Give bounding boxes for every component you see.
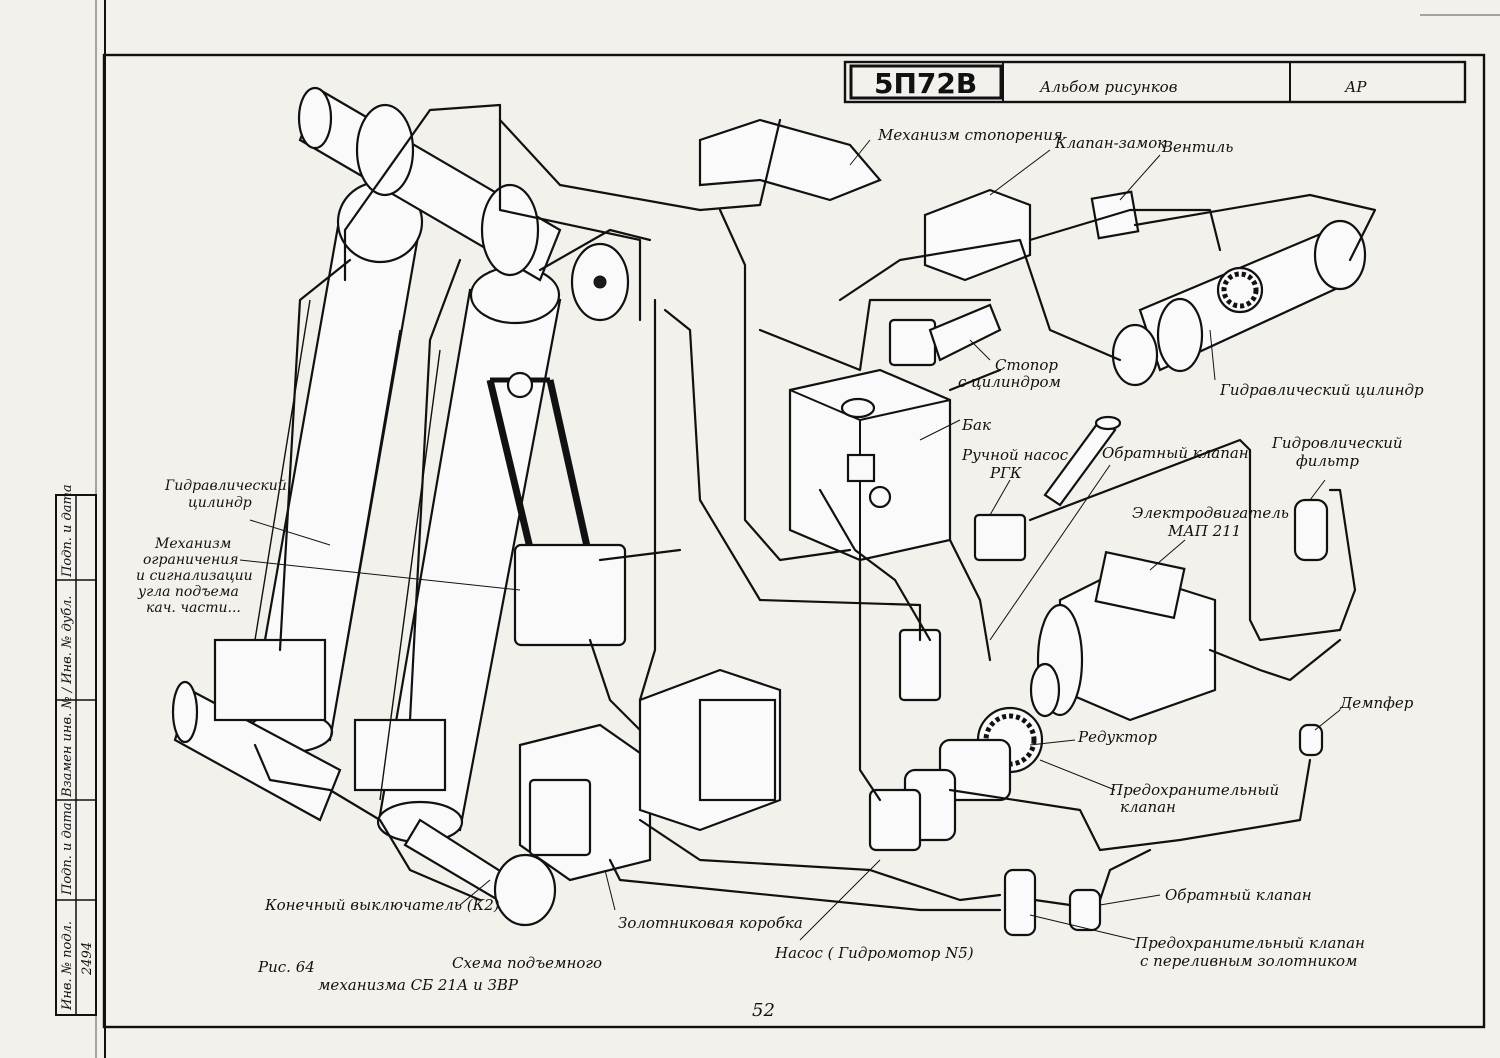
label-stopor-1: Стопор: [995, 356, 1058, 374]
label-pred-klapan-1: Предохранительный: [1109, 781, 1279, 799]
label-ruchnoy-1: Ручной насос: [961, 446, 1069, 464]
left-cylinder-2: [376, 265, 562, 844]
label-ruchnoy-2: РГК: [989, 464, 1022, 482]
figure-caption: Рис. 64 Схема подъемного механизма СБ 21…: [257, 954, 602, 994]
caption-line1: Схема подъемного: [452, 954, 602, 972]
leader-lines: [239, 139, 1341, 941]
page-number: 52: [752, 1000, 775, 1021]
bottom-right-cylinder: [353, 718, 557, 927]
stamp-podp-data: Подп. и дата: [60, 802, 75, 896]
label-motor-2: МАП 211: [1167, 522, 1241, 540]
album-title: Альбом рисунков: [1039, 78, 1178, 96]
label-obratny-top: Обратный клапан: [1102, 444, 1249, 462]
drawing-code: 5П72В: [874, 67, 977, 100]
tank-body: [788, 368, 952, 562]
label-mech-ogr-2: ограничения: [143, 552, 239, 568]
lock-valve-unit: [698, 118, 1140, 367]
label-zolotnik: Золотниковая коробка: [618, 914, 803, 932]
right-cylinder: [1111, 219, 1367, 387]
label-pred-pereliv-1: Предохранительный клапан: [1134, 934, 1365, 952]
label-klapan-zamok: Клапан-замок: [1054, 134, 1166, 152]
album-mark: АР: [1344, 78, 1367, 96]
label-mech-ogr-3: и сигнализации: [136, 568, 253, 584]
pump-body: [868, 768, 957, 852]
label-gidro-cyl-left-2: цилиндр: [188, 495, 252, 511]
label-stopor-2: с цилиндром: [958, 373, 1061, 391]
reductor-gears: [898, 628, 1044, 802]
label-ventil: Вентиль: [1161, 138, 1233, 156]
stamp-inv-value: 2494: [80, 942, 95, 976]
label-mech-stop: Механизм стопорения: [877, 126, 1063, 144]
stamp-podp-data-2: Подп. и дата: [60, 484, 75, 578]
label-filter-1: Гидровлический: [1271, 434, 1403, 452]
label-obratny-bottom: Обратный клапан: [1165, 886, 1312, 904]
title-block: 5П72В Альбом рисунков АР: [843, 60, 1467, 104]
caption-fig: Рис. 64: [257, 958, 315, 976]
label-pred-klapan-2: клапан: [1120, 798, 1176, 816]
label-reduktor: Редуктор: [1077, 728, 1157, 746]
label-pred-pereliv-2: с переливным золотником: [1140, 952, 1357, 970]
label-filter-2: фильтр: [1296, 452, 1359, 470]
label-mech-ogr-5: кач. части...: [146, 600, 241, 616]
label-motor-1: Электродвигатель: [1132, 504, 1289, 522]
stamp-inv-podl: Инв. № подл.: [60, 921, 75, 1011]
label-gidro-cyl-right: Гидравлический цилиндр: [1219, 381, 1424, 399]
electric-motor: [1029, 550, 1217, 722]
label-dempfer: Демпфер: [1339, 694, 1414, 712]
limit-mechanism: [513, 543, 627, 647]
caption-line2: механизма СБ 21А и ЗВР: [318, 976, 519, 994]
hand-pump: [973, 415, 1122, 562]
label-gidro-cyl-left-1: Гидравлический: [164, 478, 287, 494]
label-bak: Бак: [961, 416, 991, 434]
label-mech-ogr-4: угла подъема: [137, 584, 239, 600]
bottom-left-cylinder: [171, 638, 342, 822]
label-mech-ogr-1: Механизм: [154, 536, 231, 552]
side-stamp: Инв. № подл. 2494 Подп. и дата Взамен ин…: [55, 484, 97, 1016]
label-nasos: Насос ( Гидромотор N5): [774, 944, 974, 962]
valve-box: [518, 668, 782, 882]
top-cylinder: [297, 86, 630, 322]
hydraulic-pipes: [253, 103, 1377, 912]
stamp-vzam-inv: Взамен инв. № / Инв. № дубл.: [60, 595, 75, 798]
component-labels: Механизм стопорения Клапан-замок Вентиль…: [136, 126, 1424, 970]
mechanism-illustration: [171, 86, 1377, 937]
bottom-valves: [1003, 723, 1324, 937]
label-konechny: Конечный выключатель (К2): [264, 896, 500, 914]
filter-body: [1293, 498, 1329, 562]
